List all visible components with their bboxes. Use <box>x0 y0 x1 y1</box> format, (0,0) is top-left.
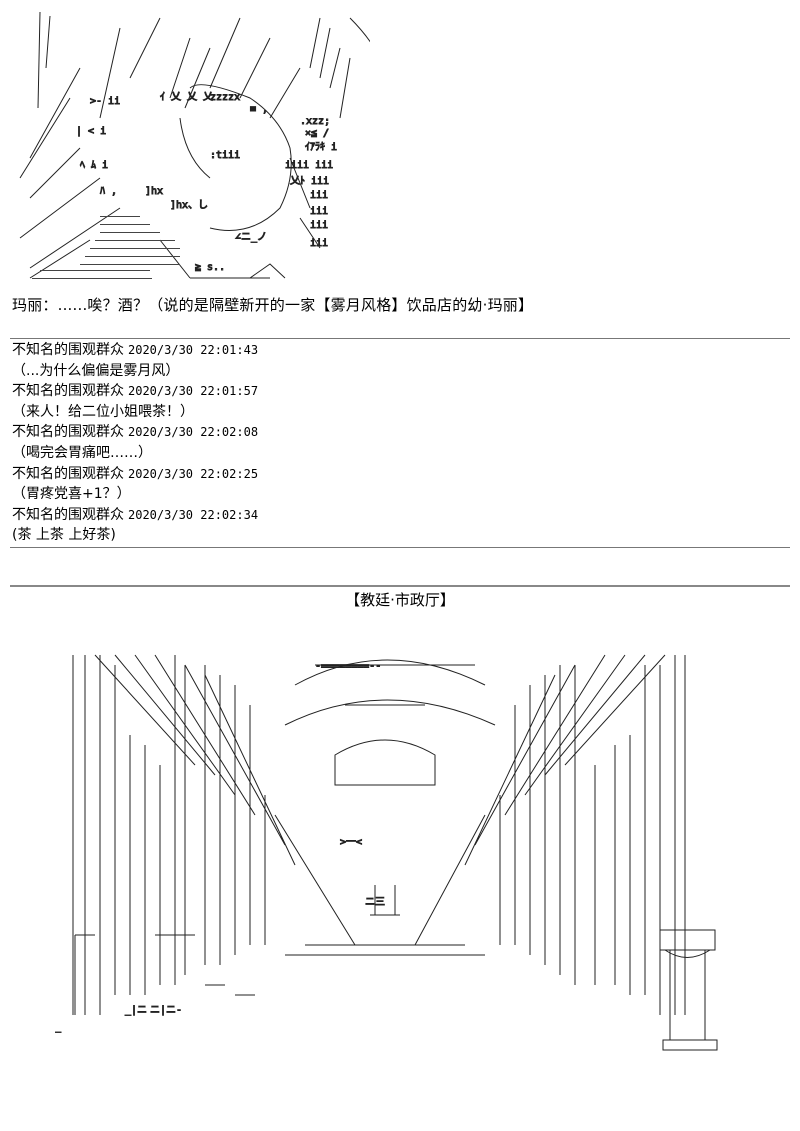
comment-text: （喝完会胃痛吧……） <box>12 444 152 461</box>
comment-header: 不知名的围观群众 2020/3/30 22:02:34 <box>12 505 788 526</box>
comment-text: （胃疼党喜+1？） <box>12 486 131 503</box>
svg-text:]hx: ]hx <box>145 186 163 197</box>
svg-text:∠ニ_ノ: ∠ニ_ノ <box>235 232 267 243</box>
comment-time: 2020/3/30 22:02:25 <box>128 466 259 481</box>
comment-text: （...为什么偏偏是雾月风） <box>12 362 180 379</box>
svg-text:≡ ,: ≡ , <box>250 104 268 115</box>
comment-time: 2020/3/30 22:01:57 <box>128 384 259 399</box>
svg-text:iii: iii <box>310 190 328 201</box>
svg-text:ニ|ニ-: ニ|ニ- <box>150 1005 182 1016</box>
comment-time: 2020/3/30 22:02:08 <box>128 425 259 440</box>
comment-time: 2020/3/30 22:01:43 <box>128 343 259 357</box>
svg-text:ﾊ ,: ﾊ , <box>100 186 117 197</box>
svg-text:ｲｱﾗｷ i: ｲｱﾗｷ i <box>305 142 337 153</box>
svg-text:_|ニ: _|ニ <box>125 1005 147 1016</box>
svg-text:.xzz;: .xzz; <box>300 116 330 127</box>
character-ascii-art: zzzzx ｲ 乂 乂 乂 ≡ , :tiii .xzz; ×≦ / ｲｱﾗｷ … <box>10 8 370 292</box>
svg-text:乂ﾄ iii: 乂ﾄ iii <box>290 176 329 187</box>
svg-text:zzzzx: zzzzx <box>210 92 240 103</box>
comment-user[interactable]: 不知名的围观群众 <box>12 342 124 358</box>
svg-text:iii: iii <box>310 238 328 249</box>
section-divider <box>10 585 790 587</box>
comment-header: 不知名的围观群众 2020/3/30 22:01:57 <box>12 381 788 402</box>
svg-text:| < i: | < i <box>76 126 106 137</box>
svg-text:ｲ 乂 乂 乂: ｲ 乂 乂 乂 <box>160 92 213 103</box>
svg-text:×≦ /: ×≦ / <box>305 128 329 139</box>
hall-ascii-art: -========-- >一< ニ三 _ _|ニ ニ|ニ- <box>55 645 720 1055</box>
comment-user[interactable]: 不知名的围观群众 <box>12 506 124 523</box>
section-title: 【教廷·市政厅】 <box>345 591 455 609</box>
svg-text:_: _ <box>55 1022 62 1033</box>
svg-text:≧ s..: ≧ s.. <box>195 262 225 273</box>
comment-user[interactable]: 不知名的围观群众 <box>12 424 124 441</box>
comment-header: 不知名的围观群众 2020/3/30 22:02:25 <box>12 464 788 485</box>
svg-text:]hx、し: ]hx、し <box>170 199 208 211</box>
svg-text::tiii: :tiii <box>210 150 240 161</box>
svg-text:iii: iii <box>310 206 328 217</box>
comment-user[interactable]: 不知名的围观群众 <box>12 383 124 400</box>
svg-text:>- ii: >- ii <box>90 96 120 107</box>
svg-text:>一<: >一< <box>340 837 362 848</box>
comment-list: 不知名的围观群众 2020/3/30 22:01:43 （...为什么偏偏是雾月风… <box>12 340 788 546</box>
svg-text:-========--: -========-- <box>315 661 381 672</box>
caption-text: 玛丽：......唉？酒？（说的是隔壁新开的一家【雾月风格】饮品店的幼·玛丽】 <box>12 296 534 314</box>
svg-text:iii: iii <box>310 220 328 231</box>
svg-text:ﾍ ﾑ i: ﾍ ﾑ i <box>80 160 108 171</box>
comment-user[interactable]: 不知名的围观群众 <box>12 465 124 482</box>
divider-top <box>10 338 790 339</box>
comment-time: 2020/3/30 22:02:34 <box>128 507 259 522</box>
comment-header: 不知名的围观群众 2020/3/30 22:02:08 <box>12 422 788 443</box>
divider-bottom <box>10 547 790 548</box>
comment-text: （来人！给二位小姐喂茶！） <box>12 403 194 420</box>
comment-header: 不知名的围观群众 2020/3/30 22:01:43 <box>12 340 788 361</box>
svg-text:iiii iii: iiii iii <box>285 160 333 171</box>
comment-text: (茶 上茶 上好茶) <box>12 527 116 544</box>
